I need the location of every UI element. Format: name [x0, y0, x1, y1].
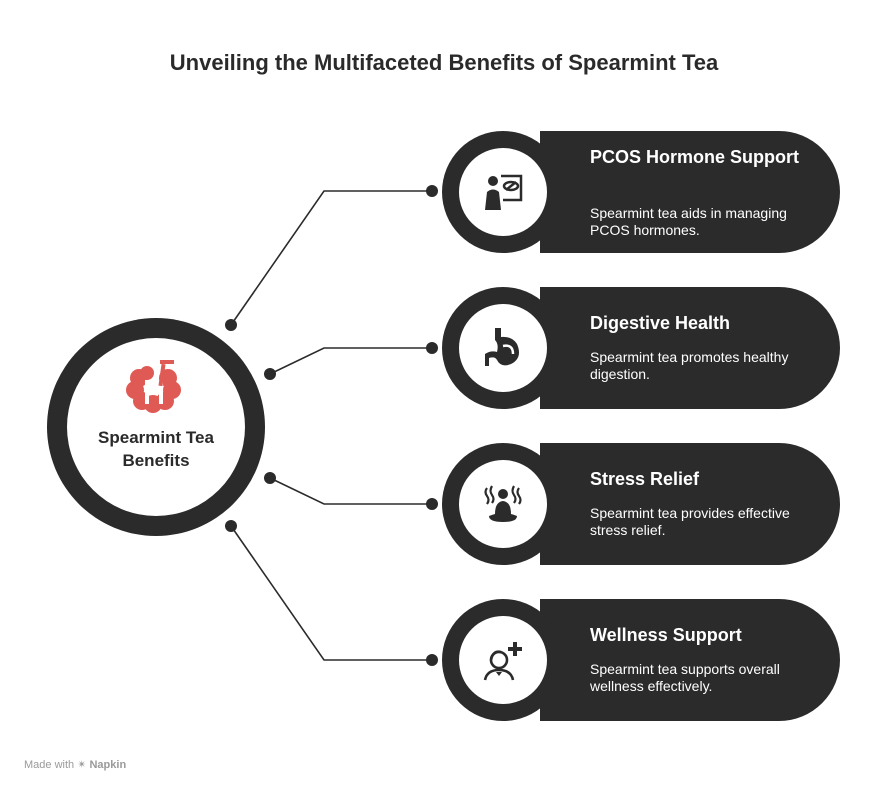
benefit-card-digestive: Digestive Health Spearmint tea promotes … [540, 287, 840, 409]
connector-dot [264, 472, 276, 484]
connector-dot [264, 368, 276, 380]
connector-dot [225, 520, 237, 532]
napkin-logo-icon: ✴ [77, 759, 87, 771]
card-icon-ring [442, 131, 564, 253]
connector-2 [269, 347, 432, 375]
card-description: Spearmint tea promotes healthy digestion… [590, 349, 789, 382]
hub-label: Spearmint Tea Benefits [98, 428, 214, 470]
connector-dot [426, 185, 438, 197]
card-description: Spearmint tea provides effective stress … [590, 505, 790, 538]
meditation-icon [484, 485, 522, 522]
connector-dot [426, 498, 438, 510]
central-hub: Spearmint Tea Benefits [47, 318, 265, 536]
doctor-eye-chart-icon [485, 174, 523, 210]
connector-3 [269, 477, 432, 505]
benefit-card-pcos: PCOS Hormone Support Spearmint tea aids … [540, 131, 840, 253]
card-title: Wellness Support [590, 625, 742, 645]
card-title: PCOS Hormone Support [590, 147, 800, 167]
connector-dot [426, 654, 438, 666]
footer-prefix: Made with [24, 759, 75, 771]
card-icon-ring [442, 443, 564, 565]
card-title: Digestive Health [590, 313, 731, 333]
benefit-card-stress: Stress Relief Spearmint tea provides eff… [540, 443, 840, 565]
connector-4 [230, 525, 432, 661]
connector-dot [426, 342, 438, 354]
brain-drink-icon [126, 360, 181, 413]
card-title: Stress Relief [590, 469, 700, 489]
person-plus-icon [483, 642, 522, 681]
stomach-icon [485, 328, 519, 366]
card-description: Spearmint tea aids in managing PCOS horm… [590, 205, 787, 238]
benefit-card-wellness: Wellness Support Spearmint tea supports … [540, 599, 840, 721]
card-icon-ring [442, 599, 564, 721]
diagram-title: Unveiling the Multifaceted Benefits of S… [169, 50, 719, 75]
card-icon-ring [442, 287, 564, 409]
connector-1 [230, 190, 432, 326]
connector-dot [225, 319, 237, 331]
card-description: Spearmint tea supports overall wellness … [590, 661, 780, 694]
footer-brand: Napkin [89, 759, 127, 771]
footer-credit: Made with ✴ Napkin [24, 758, 126, 771]
